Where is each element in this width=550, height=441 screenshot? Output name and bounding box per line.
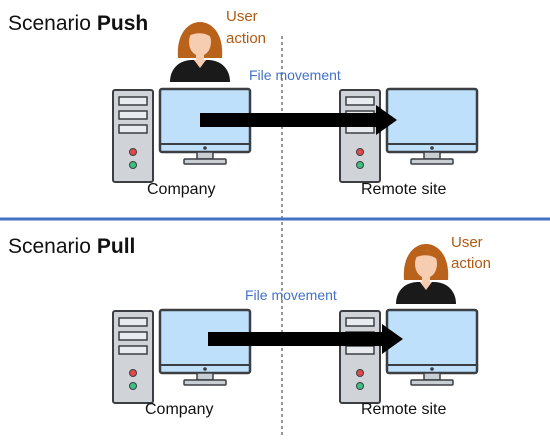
remote-site-label: Remote site xyxy=(361,401,446,418)
file-movement-label: File movement xyxy=(245,287,337,303)
computer-tower-icon xyxy=(339,89,381,183)
user-woman-icon xyxy=(170,22,230,82)
monitor-icon xyxy=(385,308,479,387)
file-movement-label: File movement xyxy=(249,67,341,83)
computer-tower-icon xyxy=(112,310,154,404)
user-action-label: action xyxy=(226,30,266,47)
user-action-label: User xyxy=(226,8,258,25)
user-action-label: User xyxy=(451,234,483,251)
arrow-right-icon xyxy=(200,105,397,135)
user-woman-icon xyxy=(396,244,456,304)
monitor-icon xyxy=(158,308,252,387)
computer-tower-icon xyxy=(339,310,381,404)
monitor-icon xyxy=(385,87,479,166)
user-action-label: action xyxy=(451,255,491,272)
remote-site-label: Remote site xyxy=(361,181,446,198)
company-label: Company xyxy=(145,401,213,418)
computer-tower-icon xyxy=(112,89,154,183)
company-label: Company xyxy=(147,181,215,198)
arrow-right-icon xyxy=(208,324,403,354)
